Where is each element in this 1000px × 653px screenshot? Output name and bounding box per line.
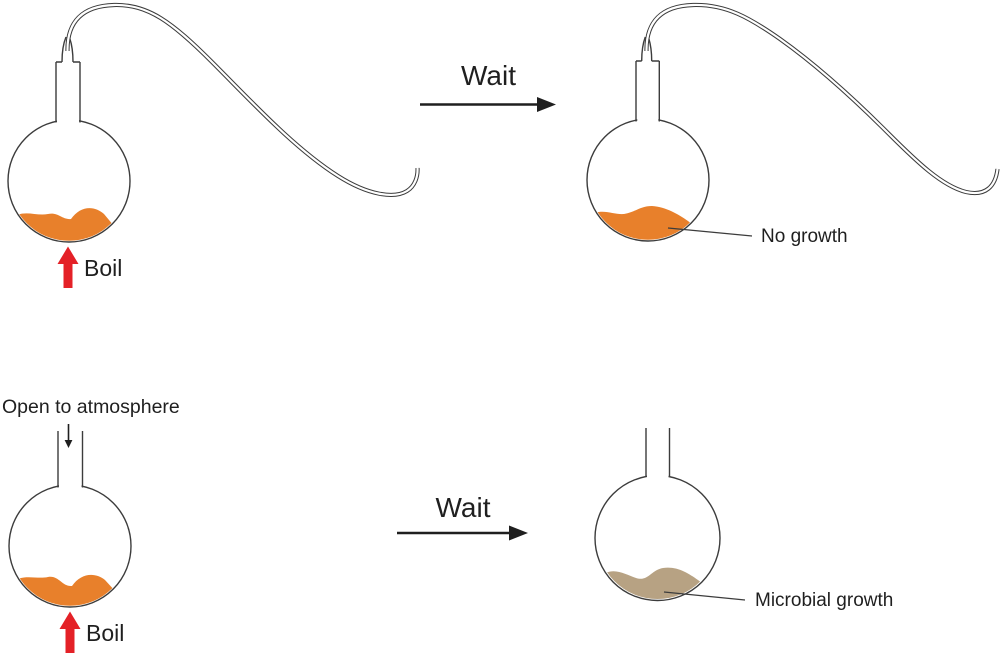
boil-label-bottom: Boil	[86, 620, 125, 646]
neck-taper	[641, 36, 653, 62]
swan-neck-tube-bore	[66, 3, 419, 196]
open-to-atmosphere-label: Open to atmosphere	[2, 396, 180, 418]
flask-bottom-left	[8, 424, 132, 653]
flask-top-right	[586, 2, 1000, 242]
neck-mask	[57, 58, 79, 124]
boil-arrow	[57, 246, 79, 288]
neck-mask	[637, 57, 659, 123]
flask-top-left	[7, 2, 420, 288]
wait-label-top: Wait	[461, 60, 516, 91]
microbial-growth-connector-line	[663, 591, 746, 601]
no-growth-label: No growth	[761, 226, 848, 247]
wait-arrow-bottom-head	[509, 525, 528, 541]
open-flask-neck	[57, 431, 84, 488]
neck-mask	[59, 481, 82, 490]
flask-neck	[55, 61, 81, 123]
wait-label-bottom: Wait	[435, 492, 491, 523]
swan-neck-tube-bore	[645, 3, 999, 195]
neck-mask	[647, 471, 669, 480]
wait-arrow-top-head	[537, 97, 556, 112]
air-entry-arrow	[64, 424, 73, 448]
flask-bottom-right	[594, 428, 746, 602]
boil-arrow	[59, 611, 81, 653]
flask-neck	[635, 60, 660, 122]
wait-arrow-bottom	[397, 525, 528, 541]
open-flask-neck	[645, 428, 671, 477]
microbial-growth-label: Microbial growth	[755, 590, 894, 611]
no-growth-connector-line	[667, 227, 753, 237]
wait-arrow-top	[420, 97, 556, 112]
air-entry-arrow-head	[64, 440, 73, 448]
neck-taper	[61, 36, 74, 63]
boil-label-top: Boil	[84, 255, 123, 281]
